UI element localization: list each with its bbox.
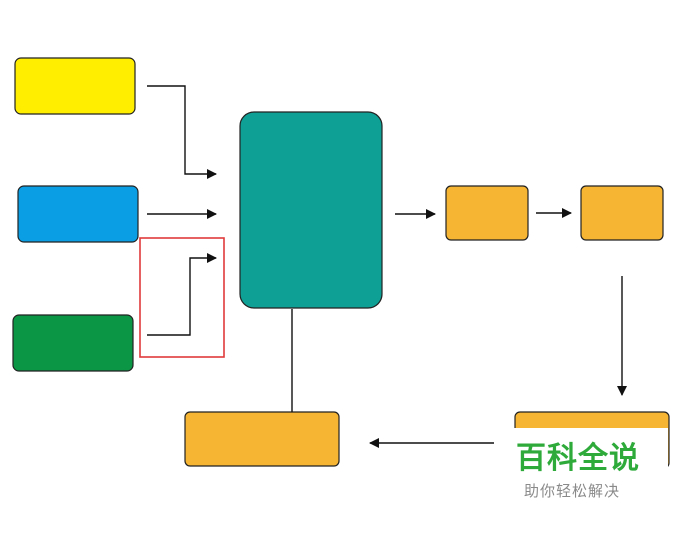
output-box-bottom-left <box>184 411 340 467</box>
watermark-title: 百科全说 <box>516 441 640 476</box>
highlight-frame <box>139 237 225 358</box>
input-box-green <box>12 314 134 372</box>
input-box-blue <box>17 185 139 243</box>
output-box-2 <box>580 185 664 241</box>
central-process-box <box>239 111 383 309</box>
output-box-1 <box>445 185 529 241</box>
input-box-yellow <box>14 57 136 115</box>
watermark-logo: 百科全说 助你轻松解决 <box>498 428 668 514</box>
watermark-subtitle: 助你轻松解决 <box>524 482 621 500</box>
connector-green-to-central <box>147 253 217 336</box>
connector-yellow-to-central <box>147 85 217 179</box>
